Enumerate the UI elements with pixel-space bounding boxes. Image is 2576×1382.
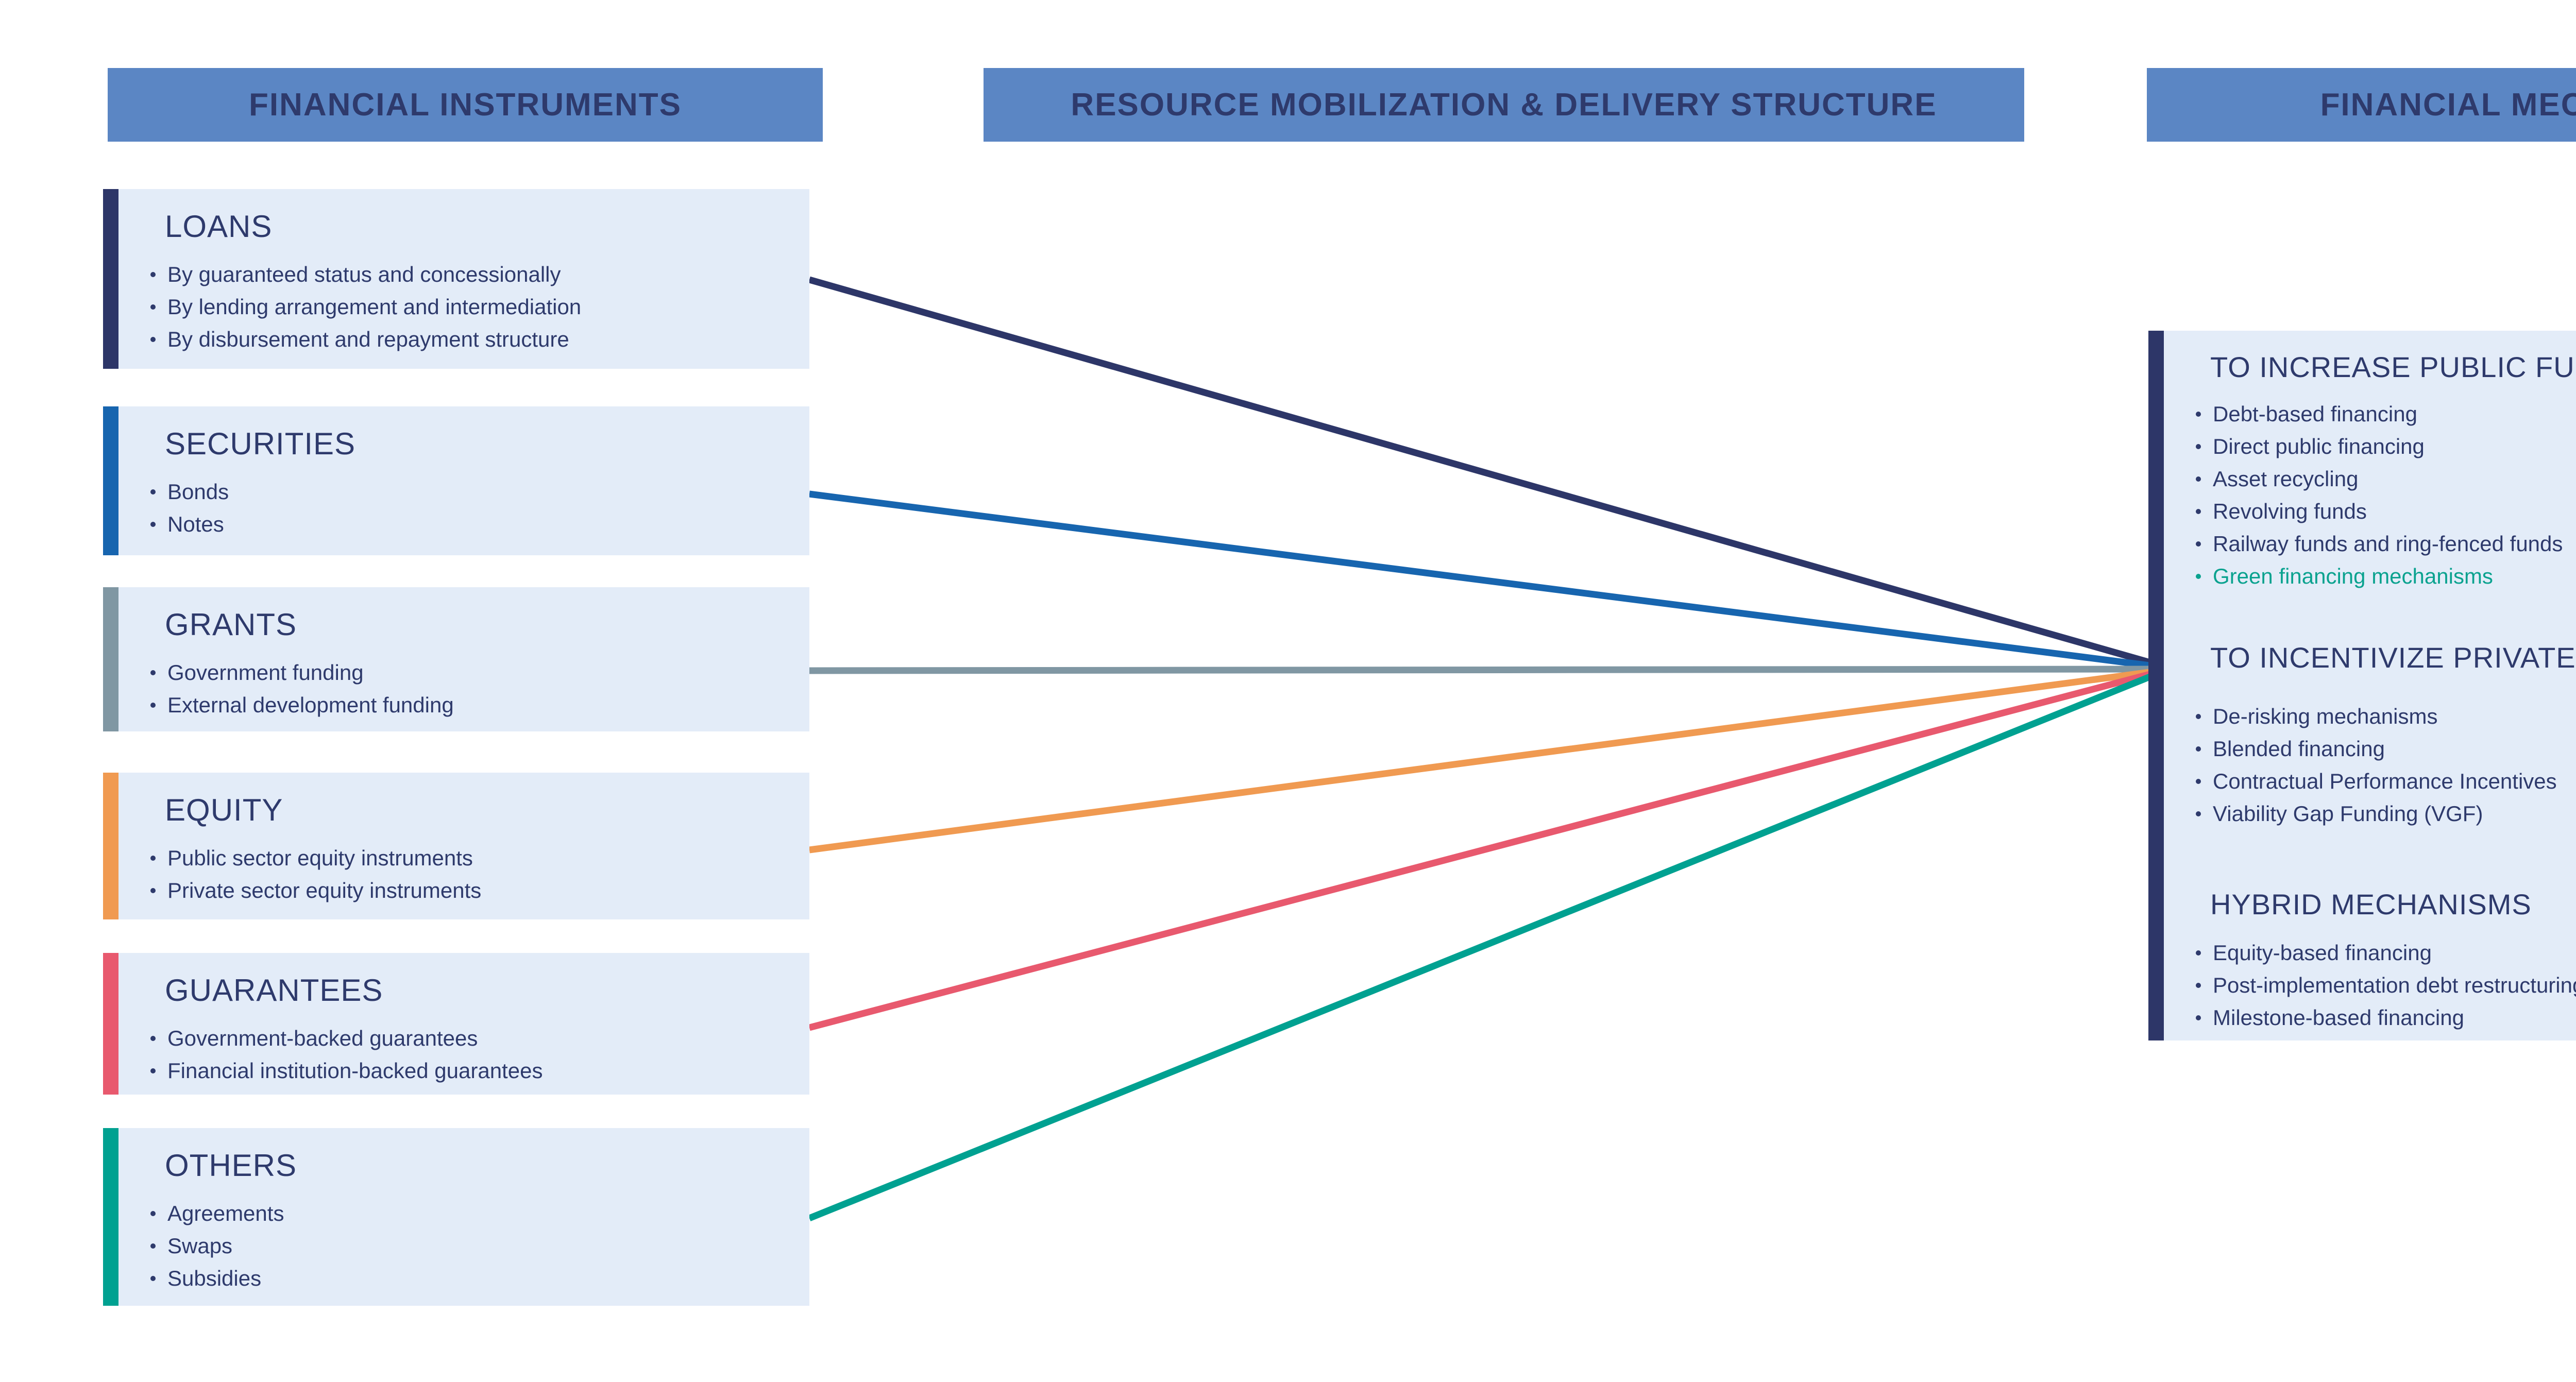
instrument-box-title: LOANS <box>165 209 273 244</box>
instrument-box-title: GUARANTEES <box>165 973 383 1008</box>
mechanisms-section-title-hybrid: HYBRID MECHANISMS <box>2210 888 2532 920</box>
connector-line-others <box>808 672 2155 1222</box>
list-item: Government funding <box>147 656 794 689</box>
column-header-label: FINANCIAL MECHANISMS <box>2320 87 2576 123</box>
list-item: Equity-based financing <box>2193 936 2576 969</box>
connector-line-guarantees <box>808 670 2155 1031</box>
list-item: External development funding <box>147 689 794 721</box>
list-item: Swaps <box>147 1230 794 1262</box>
instrument-box-equity: EQUITY Public sector equity instruments … <box>103 773 809 919</box>
list-item: Public sector equity instruments <box>147 842 794 874</box>
instrument-box-title: SECURITIES <box>165 426 356 461</box>
instrument-box-guarantees: GUARANTEES Government-backed guarantees … <box>103 953 809 1095</box>
instrument-box-others: OTHERS Agreements Swaps Subsidies <box>103 1128 809 1306</box>
list-item: Agreements <box>147 1197 794 1230</box>
instrument-box-title: GRANTS <box>165 607 297 642</box>
instrument-box-loans: LOANS By guaranteed status and concessio… <box>103 189 809 369</box>
list-item: Contractual Performance Incentives <box>2193 765 2576 797</box>
list-item: Government-backed guarantees <box>147 1022 794 1054</box>
instrument-box-title: OTHERS <box>165 1148 297 1183</box>
connector-line-grants <box>809 666 2154 674</box>
list-item: Asset recycling <box>2193 463 2576 495</box>
list-item: Revolving funds <box>2193 495 2576 527</box>
list-item: De-risking mechanisms <box>2193 700 2576 732</box>
list-item: Financial institution-backed guarantees <box>147 1054 794 1087</box>
connector-line-loans <box>808 276 2155 667</box>
list-item: Subsidies <box>147 1262 794 1294</box>
column-header-resource-mobilization: RESOURCE MOBILIZATION & DELIVERY STRUCTU… <box>984 68 2024 142</box>
column-header-financial-mechanisms: FINANCIAL MECHANISMS <box>2147 68 2576 142</box>
mechanisms-section-title-public-funds: TO INCREASE PUBLIC FUNDS <box>2210 351 2576 383</box>
list-item: Notes <box>147 508 794 540</box>
mechanisms-bullet-list: De-risking mechanisms Blended financing … <box>2193 700 2576 830</box>
list-item: By disbursement and repayment structure <box>147 323 794 355</box>
list-item-green-financing: Green financing mechanisms <box>2193 560 2576 592</box>
list-item: Viability Gap Funding (VGF) <box>2193 797 2576 830</box>
list-item: Blended financing <box>2193 732 2576 765</box>
list-item: By lending arrangement and intermediatio… <box>147 291 794 323</box>
instrument-box-securities: SECURITIES Bonds Notes <box>103 406 809 555</box>
column-header-label: FINANCIAL INSTRUMENTS <box>249 87 682 123</box>
column-header-financial-instruments: FINANCIAL INSTRUMENTS <box>108 68 823 142</box>
instrument-bullet-list: Public sector equity instruments Private… <box>147 842 794 907</box>
instrument-bullet-list: Agreements Swaps Subsidies <box>147 1197 794 1294</box>
instrument-bullet-list: Government funding External development … <box>147 656 794 721</box>
mechanisms-bullet-list: Debt-based financing Direct public finan… <box>2193 398 2576 592</box>
mechanisms-bullet-list: Equity-based financing Post-implementati… <box>2193 936 2576 1034</box>
list-item: Post-implementation debt restructuring <box>2193 969 2576 1001</box>
list-item: Milestone-based financing <box>2193 1001 2576 1034</box>
list-item: Direct public financing <box>2193 430 2576 463</box>
list-item: Railway funds and ring-fenced funds <box>2193 527 2576 560</box>
instrument-bullet-list: Government-backed guarantees Financial i… <box>147 1022 794 1087</box>
list-item: Private sector equity instruments <box>147 874 794 907</box>
mechanisms-box: TO INCREASE PUBLIC FUNDS Debt-based fina… <box>2148 331 2576 1040</box>
list-item: Debt-based financing <box>2193 398 2576 430</box>
instrument-box-title: EQUITY <box>165 793 283 827</box>
connector-line-equity <box>809 668 2154 854</box>
connector-line-securities <box>809 490 2154 670</box>
column-header-label: RESOURCE MOBILIZATION & DELIVERY STRUCTU… <box>1071 87 1937 123</box>
mechanisms-section-title-private-participation: TO INCENTIVIZE PRIVATE PARTICIPATION <box>2210 641 2576 674</box>
instrument-bullet-list: By guaranteed status and concessionally … <box>147 258 794 355</box>
list-item: By guaranteed status and concessionally <box>147 258 794 291</box>
instrument-bullet-list: Bonds Notes <box>147 475 794 540</box>
instrument-box-grants: GRANTS Government funding External devel… <box>103 587 809 731</box>
list-item: Bonds <box>147 475 794 508</box>
